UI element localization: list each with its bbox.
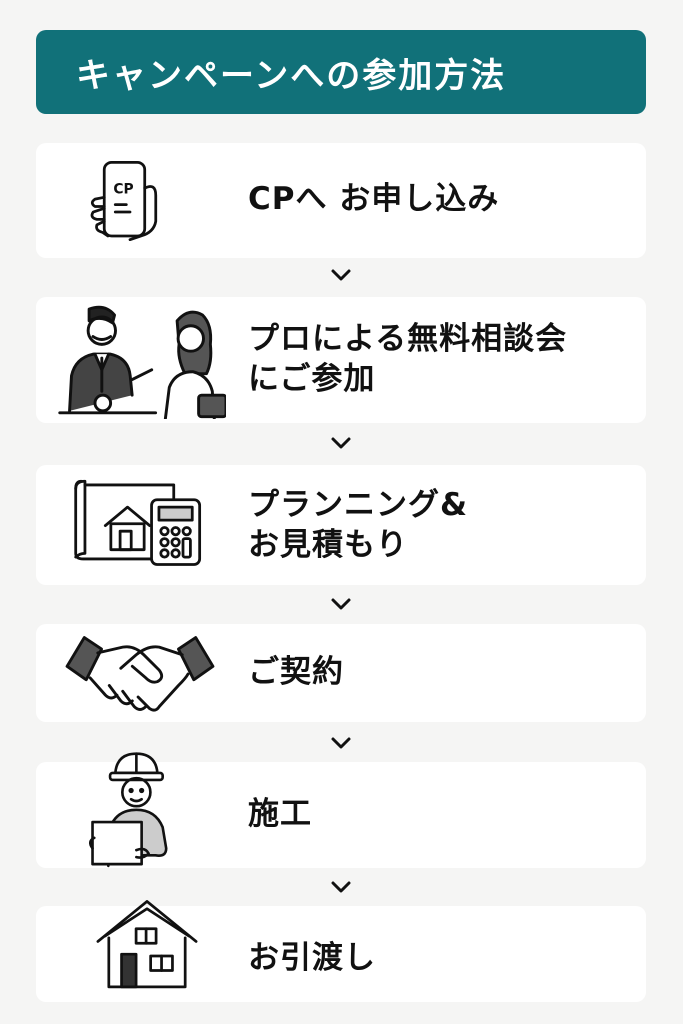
chevron-down-icon [331,737,351,749]
step-1-card: CP CPへ お申し込み [36,143,646,258]
house-icon [96,900,198,989]
step-4-label: ご契約 [248,654,344,690]
smartphone-cp-icon: CP [90,160,158,242]
step-6-card: お引渡し [36,900,646,1002]
step-1-label: CPへ お申し込み [248,181,500,217]
step-6-label: お引渡し [248,940,376,976]
chevron-down-icon [331,881,351,893]
chevron-down-icon [331,598,351,610]
step-5-label: 施工 [248,796,312,832]
blueprint-calculator-icon [74,479,202,566]
step-2-label: プロによる無料相談会 にご参加 [248,321,568,398]
step-4-card: ご契約 [36,624,646,722]
phone-screen-text: CP [113,182,133,198]
chevron-down-icon [331,269,351,281]
page-title: キャンペーンへの参加方法 [76,55,507,96]
construction-worker-icon [88,752,168,868]
step-3-label: プランニング& お見積もり [248,487,469,564]
header-banner: キャンペーンへの参加方法 [36,30,646,114]
step-3-card: プランニング& お見積もり [36,465,646,585]
handshake-icon [65,636,215,712]
step-2-card: プロによる無料相談会 にご参加 [36,297,646,423]
step-5-card: 施工 [36,752,646,868]
consultation-meeting-icon [58,305,226,419]
chevron-down-icon [331,437,351,449]
